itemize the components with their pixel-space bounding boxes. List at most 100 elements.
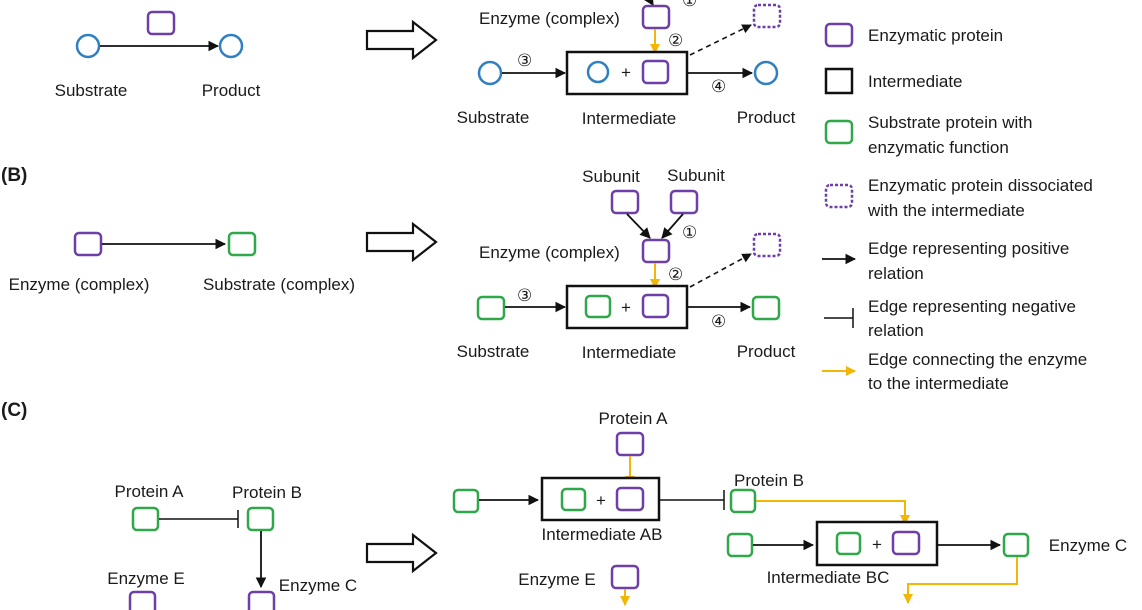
intermediate-enzyme (615, 486, 645, 512)
legend-label: relation (868, 264, 924, 283)
legend-label: to the intermediate (868, 374, 1009, 393)
enzyme-e-node (610, 564, 640, 590)
intermediate-label: Intermediate (582, 343, 677, 362)
legend: Enzymatic protein Intermediate Substrate… (822, 22, 1093, 393)
legend-label: with the intermediate (867, 201, 1025, 220)
intermediate-substrate (835, 531, 862, 556)
substrate-label: Substrate (complex) (203, 275, 355, 294)
legend-label: Edge representing negative (868, 297, 1076, 316)
product-label: Product (737, 342, 796, 361)
protein-b-node (246, 506, 275, 532)
intermediate-substrate (560, 487, 587, 512)
legend-label: Substrate protein with (868, 113, 1032, 132)
step2-label: ② (668, 265, 683, 284)
subunit-node (669, 189, 699, 215)
intermediate-enzyme (641, 59, 670, 85)
panel-a: Substrate Product ① Enzyme (complex) ② ③… (55, 0, 796, 128)
panel-b-label: (B) (1, 165, 27, 186)
enzyme-e-label: Enzyme E (107, 569, 184, 588)
product-node (753, 60, 779, 86)
enzyme-label: Enzyme (complex) (479, 243, 620, 262)
transform-arrow (365, 221, 438, 263)
substrate-node (477, 60, 503, 86)
legend-label: Enzymatic protein dissociated (868, 176, 1093, 195)
dissociated-enzyme-node (752, 3, 782, 29)
step2-label: ② (668, 31, 683, 50)
step1-label: ① (682, 0, 697, 10)
transform-arrow (365, 532, 438, 574)
intermediate-substrate (584, 294, 612, 319)
intermediate-label: Intermediate (582, 109, 677, 128)
assembly-edge (661, 213, 684, 239)
intermediate-ab-label: Intermediate AB (542, 525, 663, 544)
subunit-label: Subunit (667, 166, 725, 185)
product-label: Product (737, 108, 796, 127)
legend-enzymatic-protein-swatch (824, 22, 854, 48)
panel-c-label: (C) (1, 400, 27, 421)
legend-intermediate-swatch (824, 67, 854, 95)
panel-b: (B) Enzyme (complex) Substrate (complex)… (1, 165, 796, 362)
plus-sign: + (621, 63, 631, 82)
substrate-node (452, 488, 480, 514)
dissociated-enzyme-node (752, 232, 782, 258)
substrate-label: Substrate (55, 81, 128, 100)
assembly-edge (626, 213, 651, 239)
subunit-label: Subunit (582, 167, 640, 186)
legend-dissociated-enzyme-swatch (824, 183, 854, 209)
legend-label: Edge representing positive (868, 239, 1069, 258)
legend-substrate-protein-swatch (824, 119, 854, 145)
legend-label: Edge connecting the enzyme (868, 350, 1087, 369)
plus-sign: + (596, 491, 606, 510)
legend-label: Enzymatic protein (868, 26, 1003, 45)
substrate-node (75, 33, 101, 59)
product-node (751, 295, 781, 321)
enzyme-node (73, 231, 103, 257)
substrate-node (227, 231, 257, 257)
legend-label: relation (868, 321, 924, 340)
protein-b-node (729, 488, 757, 514)
step4-label: ④ (711, 77, 726, 96)
substrate-label: Substrate (457, 342, 530, 361)
plus-sign: + (621, 298, 631, 317)
top-input-edge (642, 0, 654, 7)
yellow-edge (756, 500, 910, 525)
protein-b-label: Protein B (232, 483, 302, 502)
protein-a-label: Protein A (599, 409, 669, 428)
dissociation-edge (689, 24, 752, 56)
product-node (218, 33, 244, 59)
enzyme-c-node (1002, 532, 1030, 558)
step1-label: ① (682, 223, 697, 242)
substrate-label: Substrate (457, 108, 530, 127)
enzyme-c-label: Enzyme C (279, 576, 357, 595)
product-label: Product (202, 81, 261, 100)
enzyme-label: Enzyme (complex) (9, 275, 150, 294)
intermediate-bc-label: Intermediate BC (767, 568, 890, 587)
step3-label: ③ (517, 286, 532, 305)
panel-c: (C) Protein A Protein B Enzyme E Enzyme … (1, 400, 1127, 610)
legend-label: enzymatic function (868, 138, 1009, 157)
enzyme-e-label: Enzyme E (518, 570, 595, 589)
protein-a-node (615, 431, 645, 457)
enzyme-c-label: Enzyme C (1049, 536, 1127, 555)
enzyme-c-node (247, 590, 276, 610)
dissociation-edge (689, 253, 752, 288)
intermediate-enzyme (641, 293, 670, 319)
substrate-node (726, 532, 754, 558)
subunit-node (610, 189, 640, 215)
protein-a-node (131, 506, 160, 532)
step3-label: ③ (517, 51, 532, 70)
protein-a-label: Protein A (115, 482, 185, 501)
plus-sign: + (872, 535, 882, 554)
enzyme-node (641, 238, 671, 264)
legend-label: Intermediate (868, 72, 963, 91)
enzyme-node (146, 10, 176, 36)
enzyme-node (641, 4, 671, 30)
enzyme-e-node (128, 590, 157, 610)
substrate-node (476, 295, 506, 321)
intermediate-enzyme (891, 530, 921, 556)
protein-b-label: Protein B (734, 471, 804, 490)
yellow-edge (903, 557, 1018, 604)
intermediate-substrate (586, 60, 610, 84)
transform-arrow (365, 19, 438, 61)
